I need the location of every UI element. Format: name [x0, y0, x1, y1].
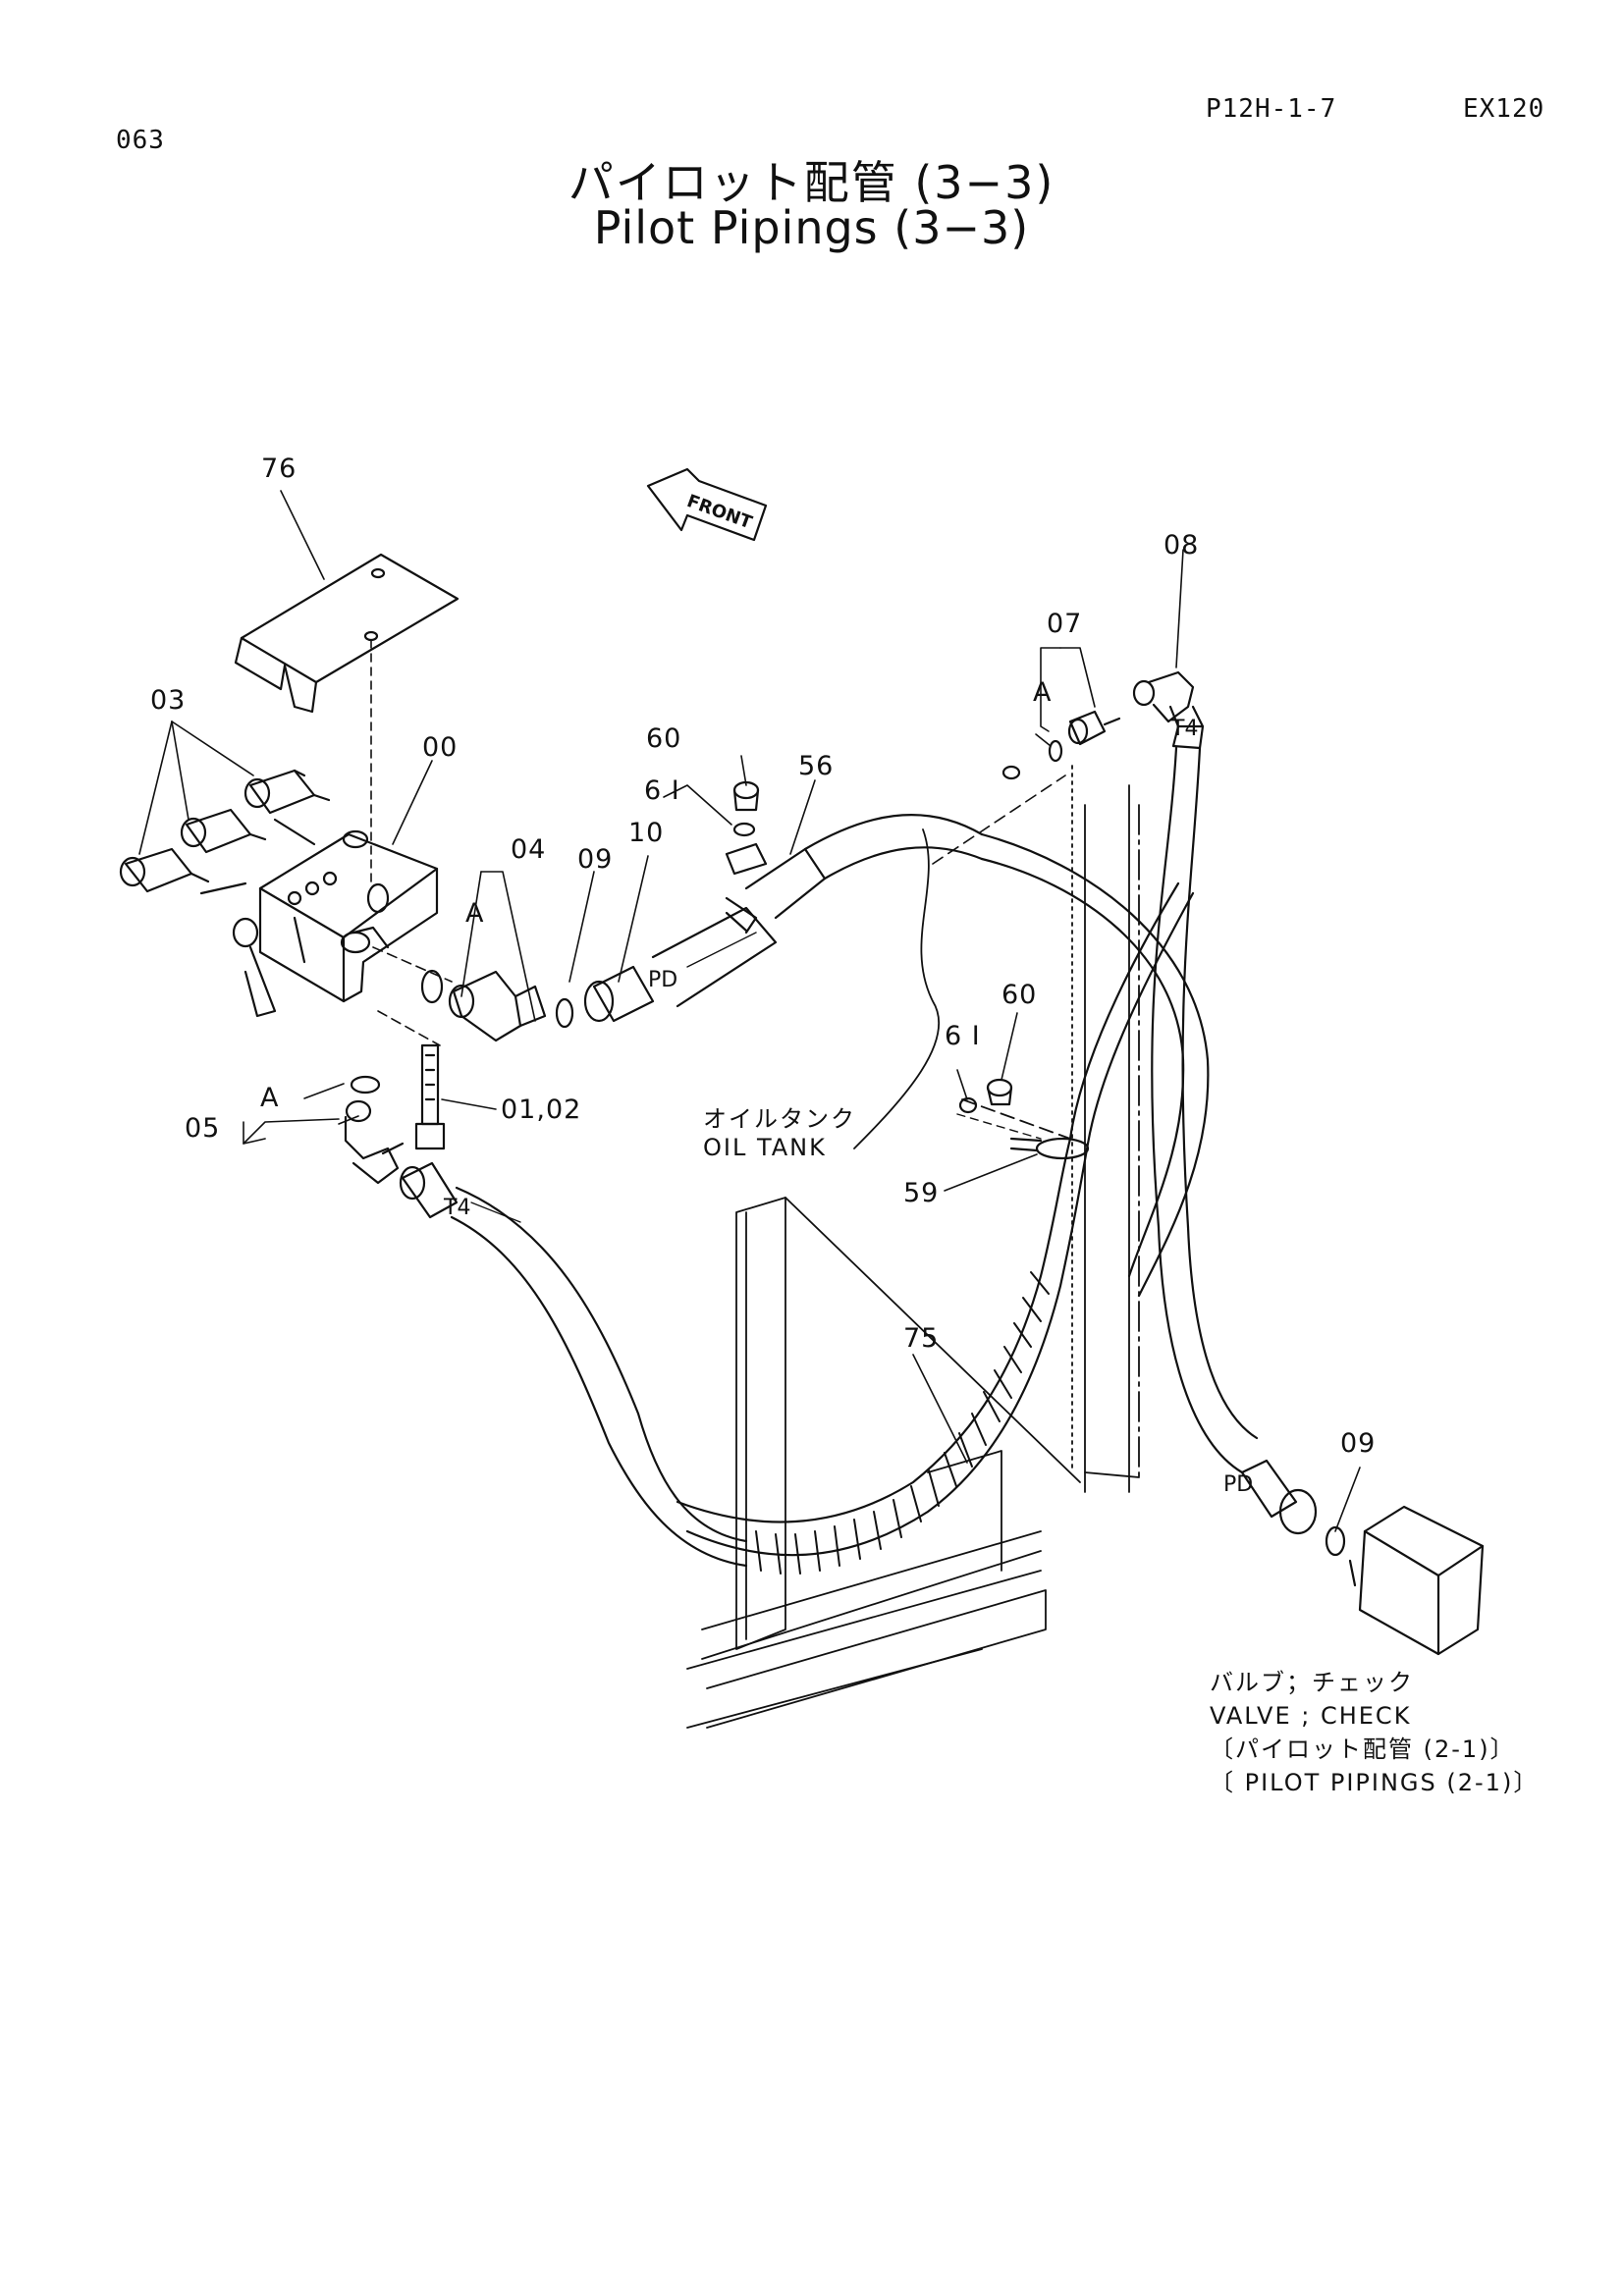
elbow-05 — [344, 1075, 405, 1185]
callout-leaders — [243, 490, 1361, 1532]
hose-mark-pd-right: PD — [1223, 1472, 1254, 1497]
page-title-english: Pilot Pipings (3−3) — [593, 201, 1030, 254]
check-valve-box — [1348, 1505, 1485, 1656]
bolt-01-02 — [377, 1010, 446, 1150]
callout-a-lower: A — [260, 1083, 280, 1113]
elbow-08-and-right-hose — [1132, 670, 1259, 1474]
pd-fitting-right — [1240, 1459, 1346, 1557]
callout-61-lower: 6 I — [945, 1021, 981, 1051]
hose-56-upper — [583, 813, 984, 1023]
hose-mark-pd-upper: PD — [648, 968, 678, 992]
valve-note: バルブ；チェック VALVE ; CHECK 〔パイロット配管 (2-1)〕 〔… — [1210, 1666, 1539, 1799]
callout-56: 56 — [798, 751, 835, 781]
oil-tank-structure — [686, 765, 1140, 1729]
callout-09-upper: 09 — [577, 844, 614, 875]
oil-tank-label-jp: オイルタンク — [703, 1105, 856, 1133]
callout-75: 75 — [903, 1323, 940, 1354]
bolt-60-upper — [725, 780, 768, 876]
pilot-valve-block-00 — [232, 829, 439, 1018]
hose-t4-left-75 — [399, 881, 1195, 1568]
callout-60-upper: 60 — [646, 723, 682, 754]
callout-59: 59 — [903, 1178, 940, 1208]
bracket-plate-76 — [234, 553, 460, 884]
valve-note-line-4: 〔 PILOT PIPINGS (2-1)〕 — [1210, 1769, 1540, 1796]
pressure-switches-03 — [119, 769, 331, 895]
front-direction-arrow — [646, 467, 768, 542]
dashed-connection-07 — [932, 710, 1121, 865]
callout-60-lower: 60 — [1001, 980, 1038, 1010]
elbow-fitting-04 — [372, 946, 574, 1042]
clamp-59 — [1009, 1137, 1090, 1160]
callout-61-upper: 6 I — [644, 775, 680, 806]
page-number: 063 — [116, 126, 165, 155]
callout-a-middle: A — [465, 898, 485, 929]
callout-08: 08 — [1163, 530, 1200, 561]
valve-note-line-3: 〔パイロット配管 (2-1)〕 — [1210, 1735, 1516, 1763]
hose-mark-t4-left: T4 — [444, 1196, 471, 1220]
callout-09-lower: 09 — [1340, 1428, 1377, 1459]
callout-10: 10 — [628, 818, 665, 848]
callout-04: 04 — [511, 834, 547, 865]
hose-mark-t4-right: T4 — [1171, 717, 1199, 741]
oil-tank-label-en: OIL TANK — [703, 1134, 827, 1161]
callout-05: 05 — [185, 1113, 221, 1144]
bolt-60-lower — [956, 1078, 1042, 1140]
callout-00: 00 — [422, 732, 459, 763]
hose-loop-middle — [980, 832, 1210, 1298]
model-code: EX120 — [1463, 94, 1545, 124]
callout-76: 76 — [261, 454, 298, 484]
spiral-guard-75 — [755, 1271, 1050, 1575]
page-title-japanese: パイロット配管 (3−3) — [568, 156, 1055, 209]
leader-lines-03 — [138, 721, 254, 855]
part-code: P12H-1-7 — [1206, 94, 1337, 124]
callout-01-02: 01,02 — [501, 1095, 582, 1125]
valve-note-line-2: VALVE ; CHECK — [1210, 1702, 1412, 1730]
callout-a-upper: A — [1033, 677, 1053, 708]
valve-note-line-1: バルブ；チェック — [1210, 1669, 1414, 1696]
callout-07: 07 — [1047, 609, 1083, 639]
callout-03: 03 — [150, 685, 187, 716]
